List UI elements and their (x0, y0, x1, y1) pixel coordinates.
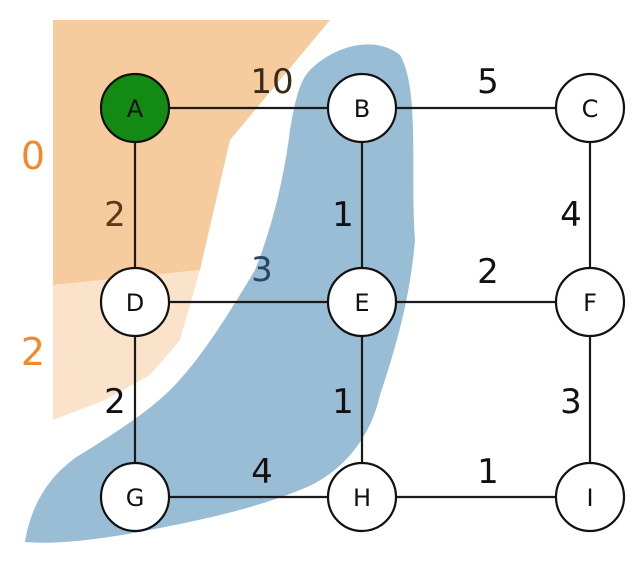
node-g: G (99, 461, 171, 533)
edge-weight-b-c: 5 (477, 62, 499, 102)
node-b: B (326, 72, 398, 144)
node-circle-b (326, 72, 398, 144)
node-label-f: F (583, 289, 597, 317)
edge-weight-a-b: 10 (250, 62, 293, 102)
side-labels-group: 02 (21, 134, 45, 374)
node-circle-g (99, 461, 171, 533)
edge-weight-g-h: 4 (251, 452, 273, 492)
node-label-g: G (126, 484, 145, 512)
edge-weight-b-e: 1 (332, 195, 354, 235)
node-label-b: B (354, 95, 370, 123)
nodes-group: A B C D E F G H I (99, 72, 626, 533)
node-circle-e (326, 266, 398, 338)
node-h: H (326, 461, 398, 533)
node-a: A (99, 72, 171, 144)
node-circle-a (99, 72, 171, 144)
node-c: C (554, 72, 626, 144)
edge-weight-d-e: 3 (251, 250, 273, 290)
node-label-a: A (127, 95, 144, 123)
node-i: I (554, 461, 626, 533)
node-e: E (326, 266, 398, 338)
node-circle-h (326, 461, 398, 533)
edge-weight-f-i: 3 (560, 382, 582, 422)
distance-label-1: 2 (21, 330, 45, 374)
node-label-c: C (582, 95, 599, 123)
edge-weight-e-h: 1 (332, 382, 354, 422)
node-f: F (554, 266, 626, 338)
node-label-e: E (354, 289, 369, 317)
node-label-i: I (586, 484, 593, 512)
node-label-h: H (353, 484, 371, 512)
node-circle-d (99, 266, 171, 338)
edge-weight-a-d: 2 (104, 195, 126, 235)
node-label-d: D (126, 289, 144, 317)
node-circle-i (554, 461, 626, 533)
node-circle-c (554, 72, 626, 144)
distance-label-0: 0 (21, 134, 45, 178)
weights-group: 10 5 2 1 4 3 2 2 1 3 4 1 (104, 62, 582, 492)
region-blue (25, 44, 415, 543)
edge-weight-c-f: 4 (560, 195, 582, 235)
edge-weight-e-f: 2 (477, 252, 499, 292)
edge-weight-d-g: 2 (104, 382, 126, 422)
node-circle-f (554, 266, 626, 338)
edge-weight-h-i: 1 (477, 452, 499, 492)
node-d: D (99, 266, 171, 338)
